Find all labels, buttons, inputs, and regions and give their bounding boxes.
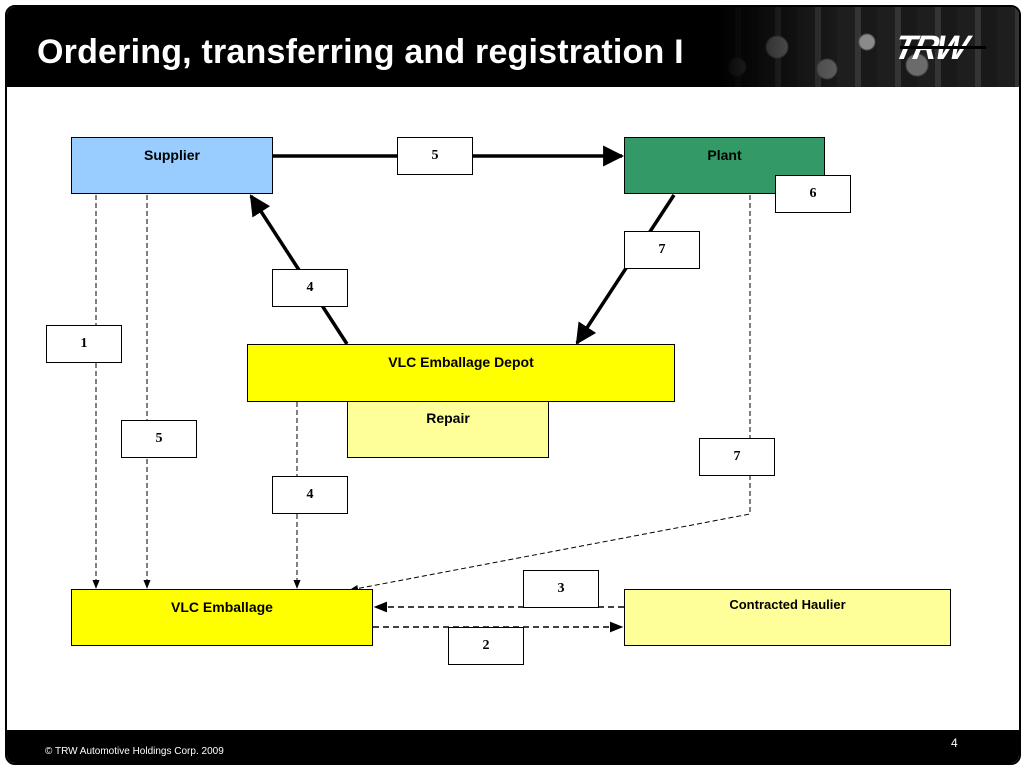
step-label-5-top: 5 [397,137,473,175]
node-vlc-emballage: VLC Emballage [71,589,373,646]
node-supplier: Supplier [71,137,273,194]
step-label-7-right: 7 [699,438,775,476]
arrow-plant-to-depot [575,194,676,345]
slide-title: Ordering, transferring and registration … [37,33,684,71]
step-label-6: 6 [775,175,851,213]
node-emballage-depot: VLC Emballage Depot [247,344,675,402]
step-label-5-left: 5 [121,420,197,458]
page-number: 4 [951,736,958,750]
node-contracted-haulier: Contracted Haulier [624,589,951,646]
step-label-2: 2 [448,627,524,665]
footer-bar [7,730,1019,763]
node-repair: Repair [347,400,549,458]
step-label-4-top: 4 [272,269,348,307]
footer-copyright: © TRW Automotive Holdings Corp. 2009 [45,746,224,757]
step-label-3: 3 [523,570,599,608]
step-label-7-top: 7 [624,231,700,269]
step-label-1: 1 [46,325,122,363]
dashed-plant-to-emballage-7 [349,195,751,593]
logo-stripe [900,46,986,49]
step-label-4-bottom: 4 [272,476,348,514]
